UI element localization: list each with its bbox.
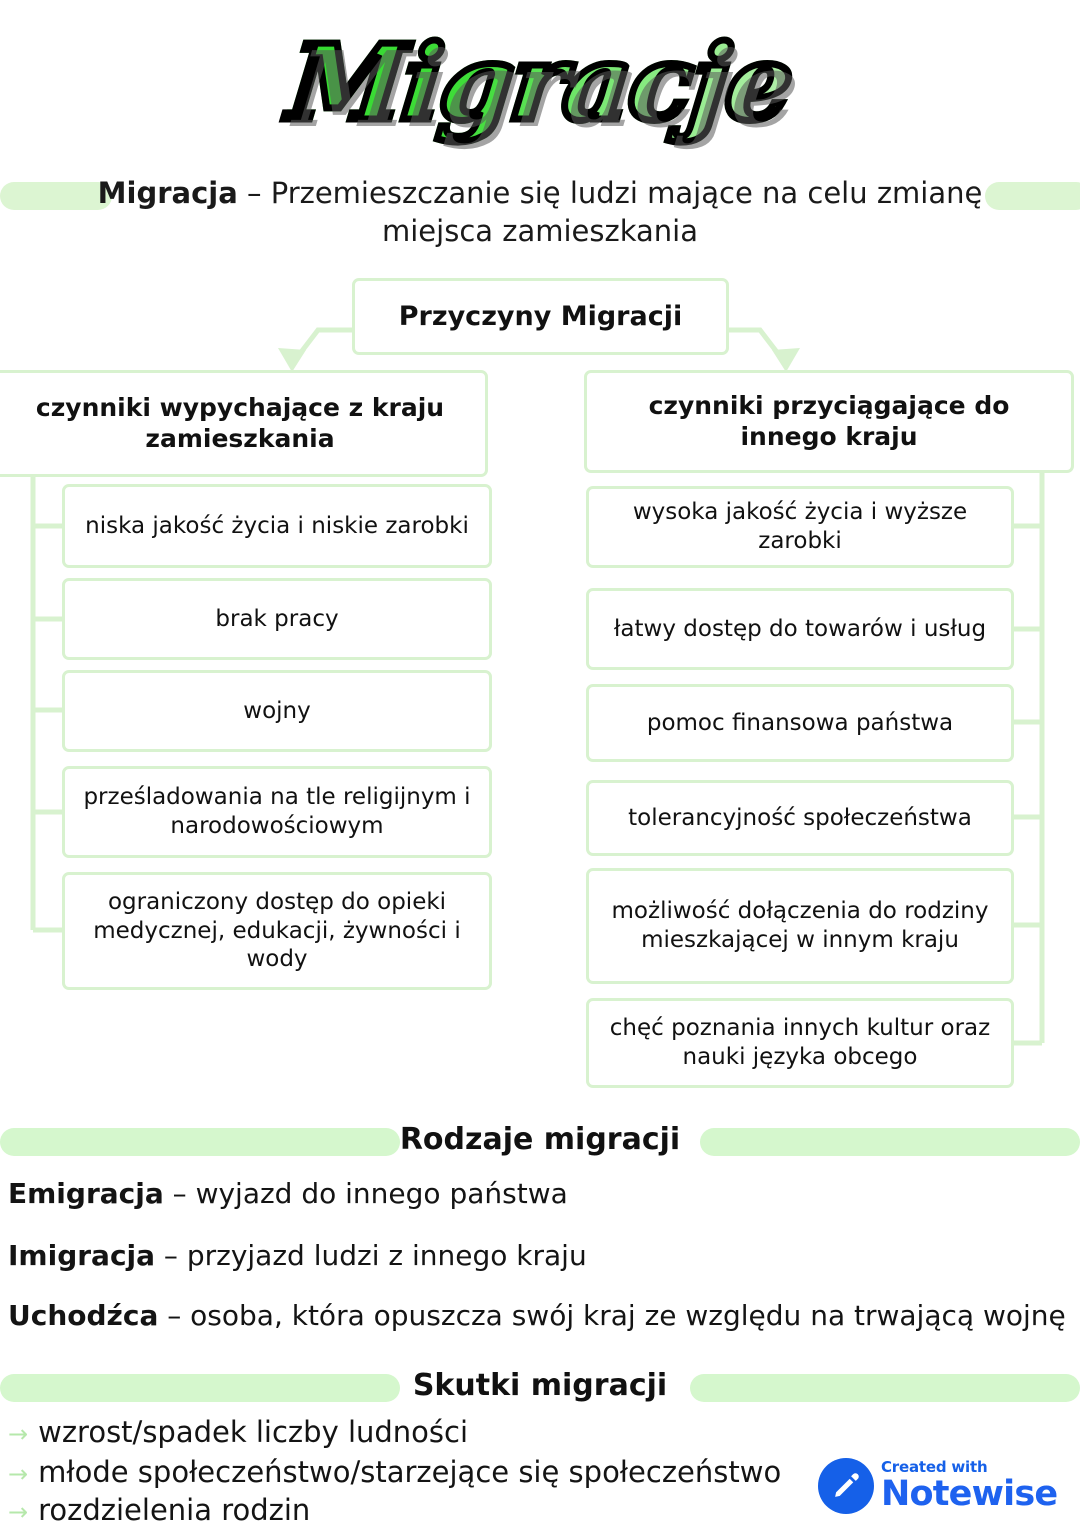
effect-item: → rozdzielenia rodzin [8,1493,1008,1527]
push-factor-item: prześladowania na tle religijnym i narod… [62,766,492,858]
push-factor-label: prześladowania na tle religijnym i narod… [83,784,471,839]
watermark-brand: Notewise [881,1474,1058,1514]
pull-factor-item: łatwy dostęp do towarów i usług [586,588,1014,670]
arrowhead-left [278,348,306,372]
push-factor-label: brak pracy [215,605,339,632]
arrowhead-right [772,348,800,372]
push-factor-label: wojny [243,697,311,724]
pull-factor-label: wysoka jakość życia i wyższe zarobki [632,499,968,554]
flowchart-branch-push-label: czynniki wypychające z kraju zamieszkani… [35,393,445,453]
type-text: wyjazd do innego państwa [195,1177,568,1210]
effect-item: → młode społeczeństwo/starzejące się spo… [8,1455,1008,1489]
causes-flowchart: Przyczyny Migracji czynniki wypychające … [0,278,1074,1088]
type-text: osoba, która opuszcza swój kraj ze wzglę… [190,1299,1066,1332]
effect-item: → wzrost/spadek liczby ludności [8,1415,1008,1449]
arrow-right-icon: → [8,1460,29,1488]
type-entry-uchodzca: Uchodźca – osoba, która opuszcza swój kr… [8,1298,1068,1334]
definition-highlight-bar-left [0,182,112,210]
definition-highlight-bar-right [985,182,1080,210]
pull-factor-item: wysoka jakość życia i wyższe zarobki [586,486,1014,568]
definition-dash: – [237,176,271,210]
flowchart-root-label: Przyczyny Migracji [398,301,683,332]
effects-heading-bar-left [0,1374,400,1402]
push-factor-item: brak pracy [62,578,492,660]
push-factor-label: niska jakość życia i niskie zarobki [85,512,469,539]
section-heading-effects: Skutki migracji [0,1368,1080,1408]
types-heading-bar-right [700,1128,1080,1156]
watermark-text: Created with Notewise [881,1458,1058,1514]
pull-factor-item: możliwość dołączenia do rodziny mieszkaj… [586,868,1014,984]
flowchart-root-node: Przyczyny Migracji [352,278,729,355]
effects-heading-bar-right [690,1374,1080,1402]
flowchart-connectors [30,327,1045,1046]
pull-factor-item: tolerancyjność społeczeństwa [586,780,1014,856]
flowchart-branch-pull: czynniki przyciągające do innego kraju [584,370,1074,473]
type-dash: – [158,1299,191,1332]
type-term: Emigracja [8,1177,164,1210]
push-factor-item: wojny [62,670,492,752]
pull-factor-item: pomoc finansowa państwa [586,684,1014,762]
effect-label: rozdzielenia rodzin [38,1493,311,1527]
effects-heading-label: Skutki migracji [412,1368,668,1403]
type-term: Imigracja [8,1239,156,1272]
definition-band: Migracja – Przemieszczanie się ludzi maj… [0,176,1080,252]
connector-root-to-right [729,327,788,366]
push-factor-item: niska jakość życia i niskie zarobki [62,484,492,568]
flowchart-branch-pull-label: czynniki przyciągające do innego kraju [648,391,1010,451]
type-dash: – [163,1177,196,1210]
effect-label: wzrost/spadek liczby ludności [38,1415,469,1449]
types-heading-bar-left [0,1128,400,1156]
effect-label: młode społeczeństwo/starzejące się społe… [38,1455,782,1489]
arrow-right-icon: → [8,1420,29,1448]
definition-text: Migracja – Przemieszczanie się ludzi maj… [60,174,1020,251]
pull-factor-label: łatwy dostęp do towarów i usług [613,615,987,642]
type-text: przyjazd ludzi z innego kraju [186,1239,587,1272]
flowchart-branch-push: czynniki wypychające z kraju zamieszkani… [0,370,488,477]
definition-term: Migracja [97,176,238,210]
pencil-icon [818,1458,874,1514]
arrow-right-icon: → [8,1498,29,1526]
pull-factor-label: tolerancyjność społeczeństwa [628,804,972,831]
type-term: Uchodźca [8,1299,159,1332]
notewise-watermark[interactable]: Created with Notewise [818,1452,1073,1520]
type-dash: – [155,1239,187,1272]
watermark-created-with: Created with [881,1458,988,1476]
type-entry-imigracja: Imigracja – przyjazd ludzi z innego kraj… [8,1238,1068,1274]
push-factor-item: ograniczony dostęp do opieki medycznej, … [62,872,492,990]
section-heading-types: Rodzaje migracji [0,1122,1080,1162]
connector-root-to-left [290,327,352,366]
pull-factor-label: chęć poznania innych kultur oraz nauki j… [609,1015,991,1070]
pull-factor-label: możliwość dołączenia do rodziny mieszkaj… [611,898,989,953]
type-entry-emigracja: Emigracja – wyjazd do innego państwa [8,1176,1068,1212]
definition-body: Przemieszczanie się ludzi mające na celu… [270,176,983,249]
push-factor-label: ograniczony dostęp do opieki medycznej, … [93,889,461,973]
pull-factor-item: chęć poznania innych kultur oraz nauki j… [586,998,1014,1088]
pull-factor-label: pomoc finansowa państwa [646,709,954,736]
types-heading-label: Rodzaje migracji [399,1122,681,1157]
